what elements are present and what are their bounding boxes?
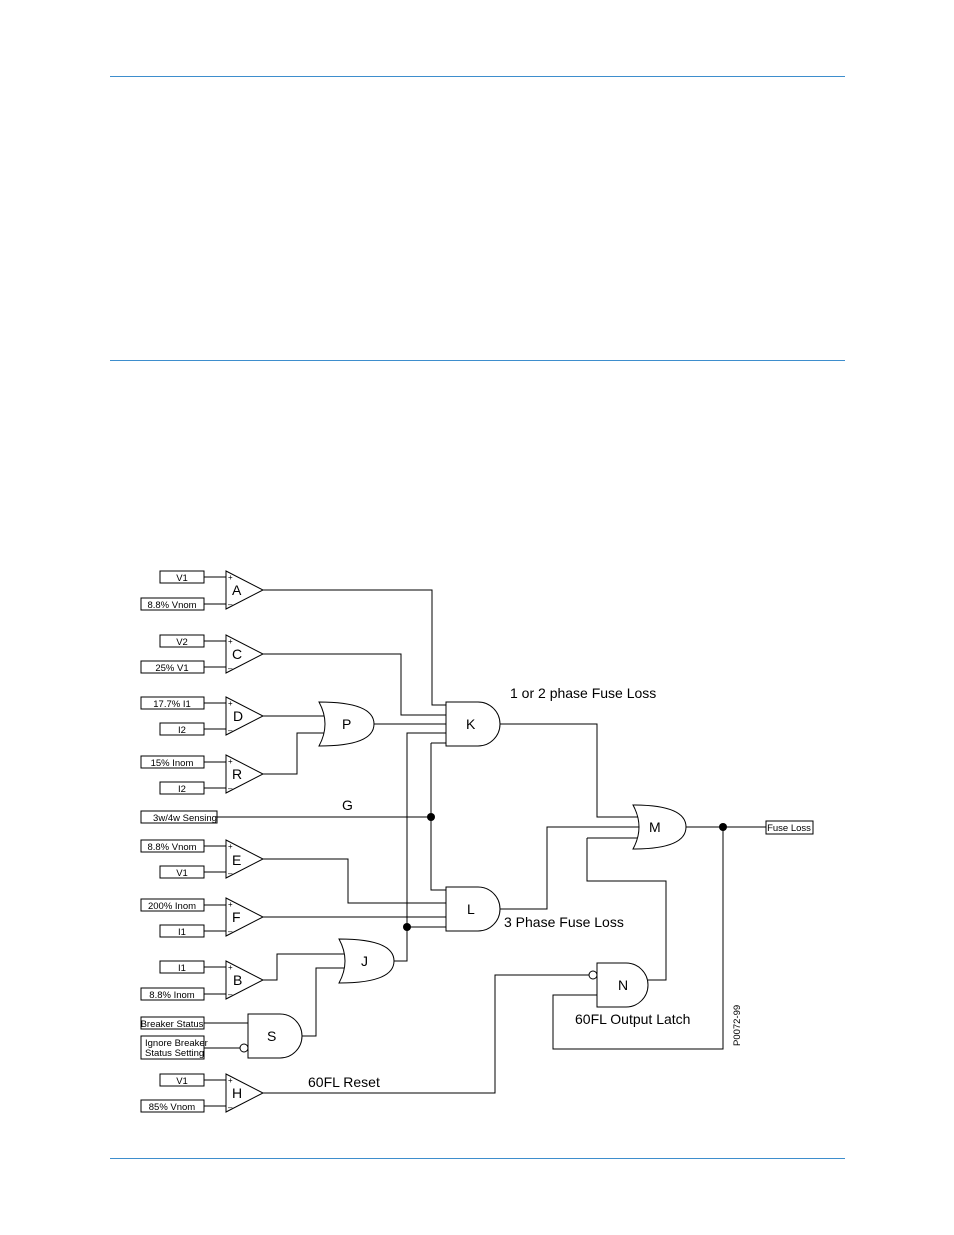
or-gate-m: M [632, 804, 687, 850]
inverter-bubble-s [239, 1043, 249, 1053]
input-b-minus: 8.8% Inom [149, 990, 194, 1001]
junction-dot-output [719, 823, 727, 831]
and-gate-n: N [588, 962, 649, 1008]
svg-text:R: R [232, 766, 242, 782]
svg-text:H: H [232, 1085, 242, 1101]
and-gate-s: S [239, 1013, 303, 1059]
comparator-r: + – R [225, 754, 265, 794]
svg-text:J: J [361, 953, 368, 969]
junction-dot-j [403, 923, 411, 931]
svg-text:L: L [467, 901, 475, 917]
svg-text:–: – [228, 869, 233, 878]
label-three-phase: 3 Phase Fuse Loss [504, 914, 624, 930]
comparator-a: + – A [225, 570, 265, 610]
input-f-plus: 200% Inom [148, 901, 196, 912]
svg-text:–: – [228, 1103, 233, 1112]
or-gate-p: P [318, 701, 375, 747]
svg-text:+: + [228, 757, 233, 766]
input-h-minus: 85% Vnom [149, 1102, 196, 1113]
svg-text:–: – [228, 990, 233, 999]
label-one-or-two-phase: 1 or 2 phase Fuse Loss [510, 685, 656, 701]
input-f-minus: I1 [178, 927, 186, 938]
svg-text:S: S [267, 1028, 276, 1044]
figure-id: P0072-99 [732, 1005, 743, 1046]
input-e-plus: 8.8% Vnom [147, 842, 196, 853]
top-rule [110, 76, 845, 77]
inverter-bubble-n [588, 970, 598, 980]
svg-text:N: N [618, 977, 628, 993]
svg-text:C: C [232, 646, 242, 662]
svg-text:+: + [228, 573, 233, 582]
comparator-c: + – C [225, 634, 265, 674]
svg-text:–: – [228, 664, 233, 673]
input-c-plus: V2 [176, 637, 188, 648]
and-gate-l: L [445, 886, 501, 932]
input-a-plus: V1 [176, 573, 188, 584]
comparator-h: + – H [225, 1073, 265, 1113]
svg-text:B: B [233, 972, 242, 988]
svg-text:+: + [228, 842, 233, 851]
svg-text:A: A [232, 582, 242, 598]
svg-text:–: – [228, 726, 233, 735]
svg-text:+: + [228, 699, 233, 708]
svg-text:+: + [228, 963, 233, 972]
label-g: G [342, 797, 353, 813]
input-b-plus: I1 [178, 963, 186, 974]
comparator-d: + – D [225, 696, 265, 736]
junction-dot-sensing [427, 813, 435, 821]
svg-text:E: E [232, 852, 241, 868]
comparator-b: + – B [225, 960, 265, 1000]
and-gate-k: K [445, 701, 501, 747]
svg-text:K: K [466, 716, 476, 732]
svg-text:M: M [649, 819, 661, 835]
input-r-plus: 15% Inom [151, 758, 194, 769]
input-c-minus: 25% V1 [155, 663, 188, 674]
input-sensing: 3w/4w Sensing [153, 813, 217, 824]
input-h-plus: V1 [176, 1076, 188, 1087]
input-r-minus: I2 [178, 784, 186, 795]
comparator-f: + – F [225, 897, 265, 937]
svg-text:D: D [233, 708, 243, 724]
comparators: + – A + – C + – D + – R + – E [225, 570, 265, 1113]
svg-text:+: + [228, 900, 233, 909]
svg-text:P: P [342, 716, 351, 732]
svg-text:Fuse Loss: Fuse Loss [767, 823, 811, 834]
svg-text:+: + [228, 1076, 233, 1085]
input-e-minus: V1 [176, 868, 188, 879]
input-d-plus: 17.7% I1 [153, 699, 191, 710]
label-reset: 60FL Reset [308, 1074, 380, 1090]
junction-dots [403, 813, 727, 931]
bottom-rule [110, 1158, 845, 1159]
input-ignore-breaker-line1: Ignore Breaker [145, 1038, 208, 1049]
label-output-latch: 60FL Output Latch [575, 1011, 690, 1027]
or-gate-j: J [338, 938, 395, 984]
wires [204, 576, 766, 1107]
comparator-e: + – E [225, 839, 265, 879]
output-fuse-loss: Fuse Loss [765, 820, 814, 835]
svg-text:F: F [232, 909, 241, 925]
input-boxes: V1 8.8% Vnom V2 25% V1 17.7% I1 I2 15% I… [140, 570, 218, 1113]
section-rule [110, 360, 845, 361]
svg-text:–: – [228, 600, 233, 609]
svg-text:–: – [228, 927, 233, 936]
svg-text:+: + [228, 637, 233, 646]
input-breaker-status: Breaker Status [141, 1019, 204, 1030]
input-a-minus: 8.8% Vnom [147, 600, 196, 611]
svg-text:–: – [228, 784, 233, 793]
input-d-minus: I2 [178, 725, 186, 736]
input-ignore-breaker-line2: Status Setting [145, 1048, 204, 1059]
